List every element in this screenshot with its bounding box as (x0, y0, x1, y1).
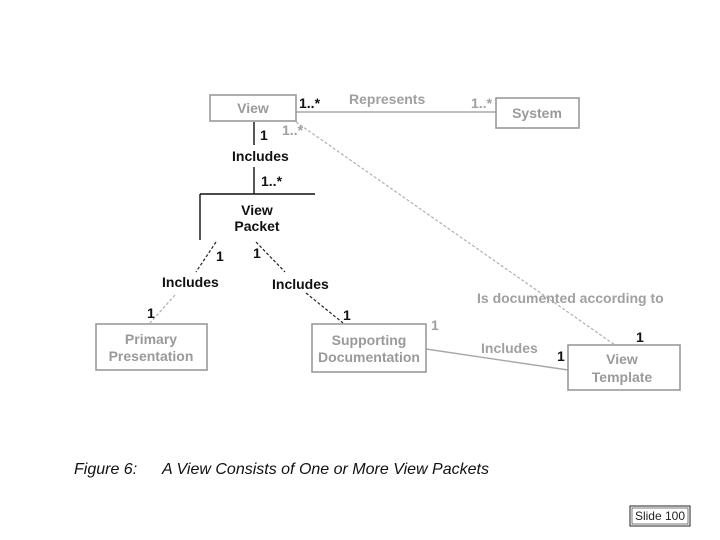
view-label: View (237, 100, 269, 116)
mult-view-includes: 1 (260, 127, 268, 143)
figure-label: Figure 6: (74, 461, 137, 478)
packet-primary-line-bottom (149, 294, 176, 324)
view-template-label-2: Template (592, 369, 653, 385)
mult-packet-primary: 1 (216, 248, 224, 264)
packet-supporting-line-bottom (305, 292, 344, 324)
supporting-template-line (425, 348, 569, 371)
mult-view-represents: 1..* (299, 95, 321, 111)
mult-packet-includes: 1..* (261, 173, 283, 189)
view-template-label-1: View (606, 351, 638, 367)
system-label: System (512, 105, 562, 121)
supporting-documentation-box (311, 323, 427, 373)
includes-template-label: Includes (481, 340, 538, 356)
slide-number-box (629, 505, 691, 527)
mult-template-includes: 1 (557, 348, 565, 364)
primary-presentation-label-1: Primary (125, 331, 177, 347)
primary-presentation-box (95, 323, 208, 371)
supporting-documentation-label-2: Documentation (318, 349, 420, 365)
represents-label: Represents (349, 91, 425, 107)
primary-presentation-label-2: Presentation (109, 348, 194, 364)
view-packet-label-1: View (241, 202, 273, 218)
packet-primary-line-top (195, 241, 217, 273)
mult-view-documented: 1..* (282, 122, 304, 138)
packet-supporting-line-top (255, 241, 286, 273)
view-packet-label-2: Packet (234, 218, 279, 234)
mult-system-represents: 1..* (471, 95, 493, 111)
mult-supporting-end: 1 (343, 307, 351, 323)
view-template-box (567, 344, 681, 391)
mult-primary-end: 1 (147, 305, 155, 321)
mult-template-documented: 1 (636, 329, 644, 345)
view-box (209, 94, 297, 122)
system-box (495, 97, 580, 129)
mult-packet-supporting: 1 (253, 245, 261, 261)
mult-supporting-template: 1 (431, 317, 439, 333)
supporting-documentation-label-1: Supporting (332, 332, 407, 348)
includes-primary-label: Includes (162, 274, 219, 290)
includes-supporting-label: Includes (272, 276, 329, 292)
figure-title: A View Consists of One or More View Pack… (161, 461, 489, 478)
slide-number-box-inner (631, 507, 689, 525)
documented-according-label: Is documented according to (477, 290, 664, 306)
includes-view-packet-label: Includes (232, 148, 289, 164)
slide-number-label: Slide 100 (635, 509, 685, 523)
